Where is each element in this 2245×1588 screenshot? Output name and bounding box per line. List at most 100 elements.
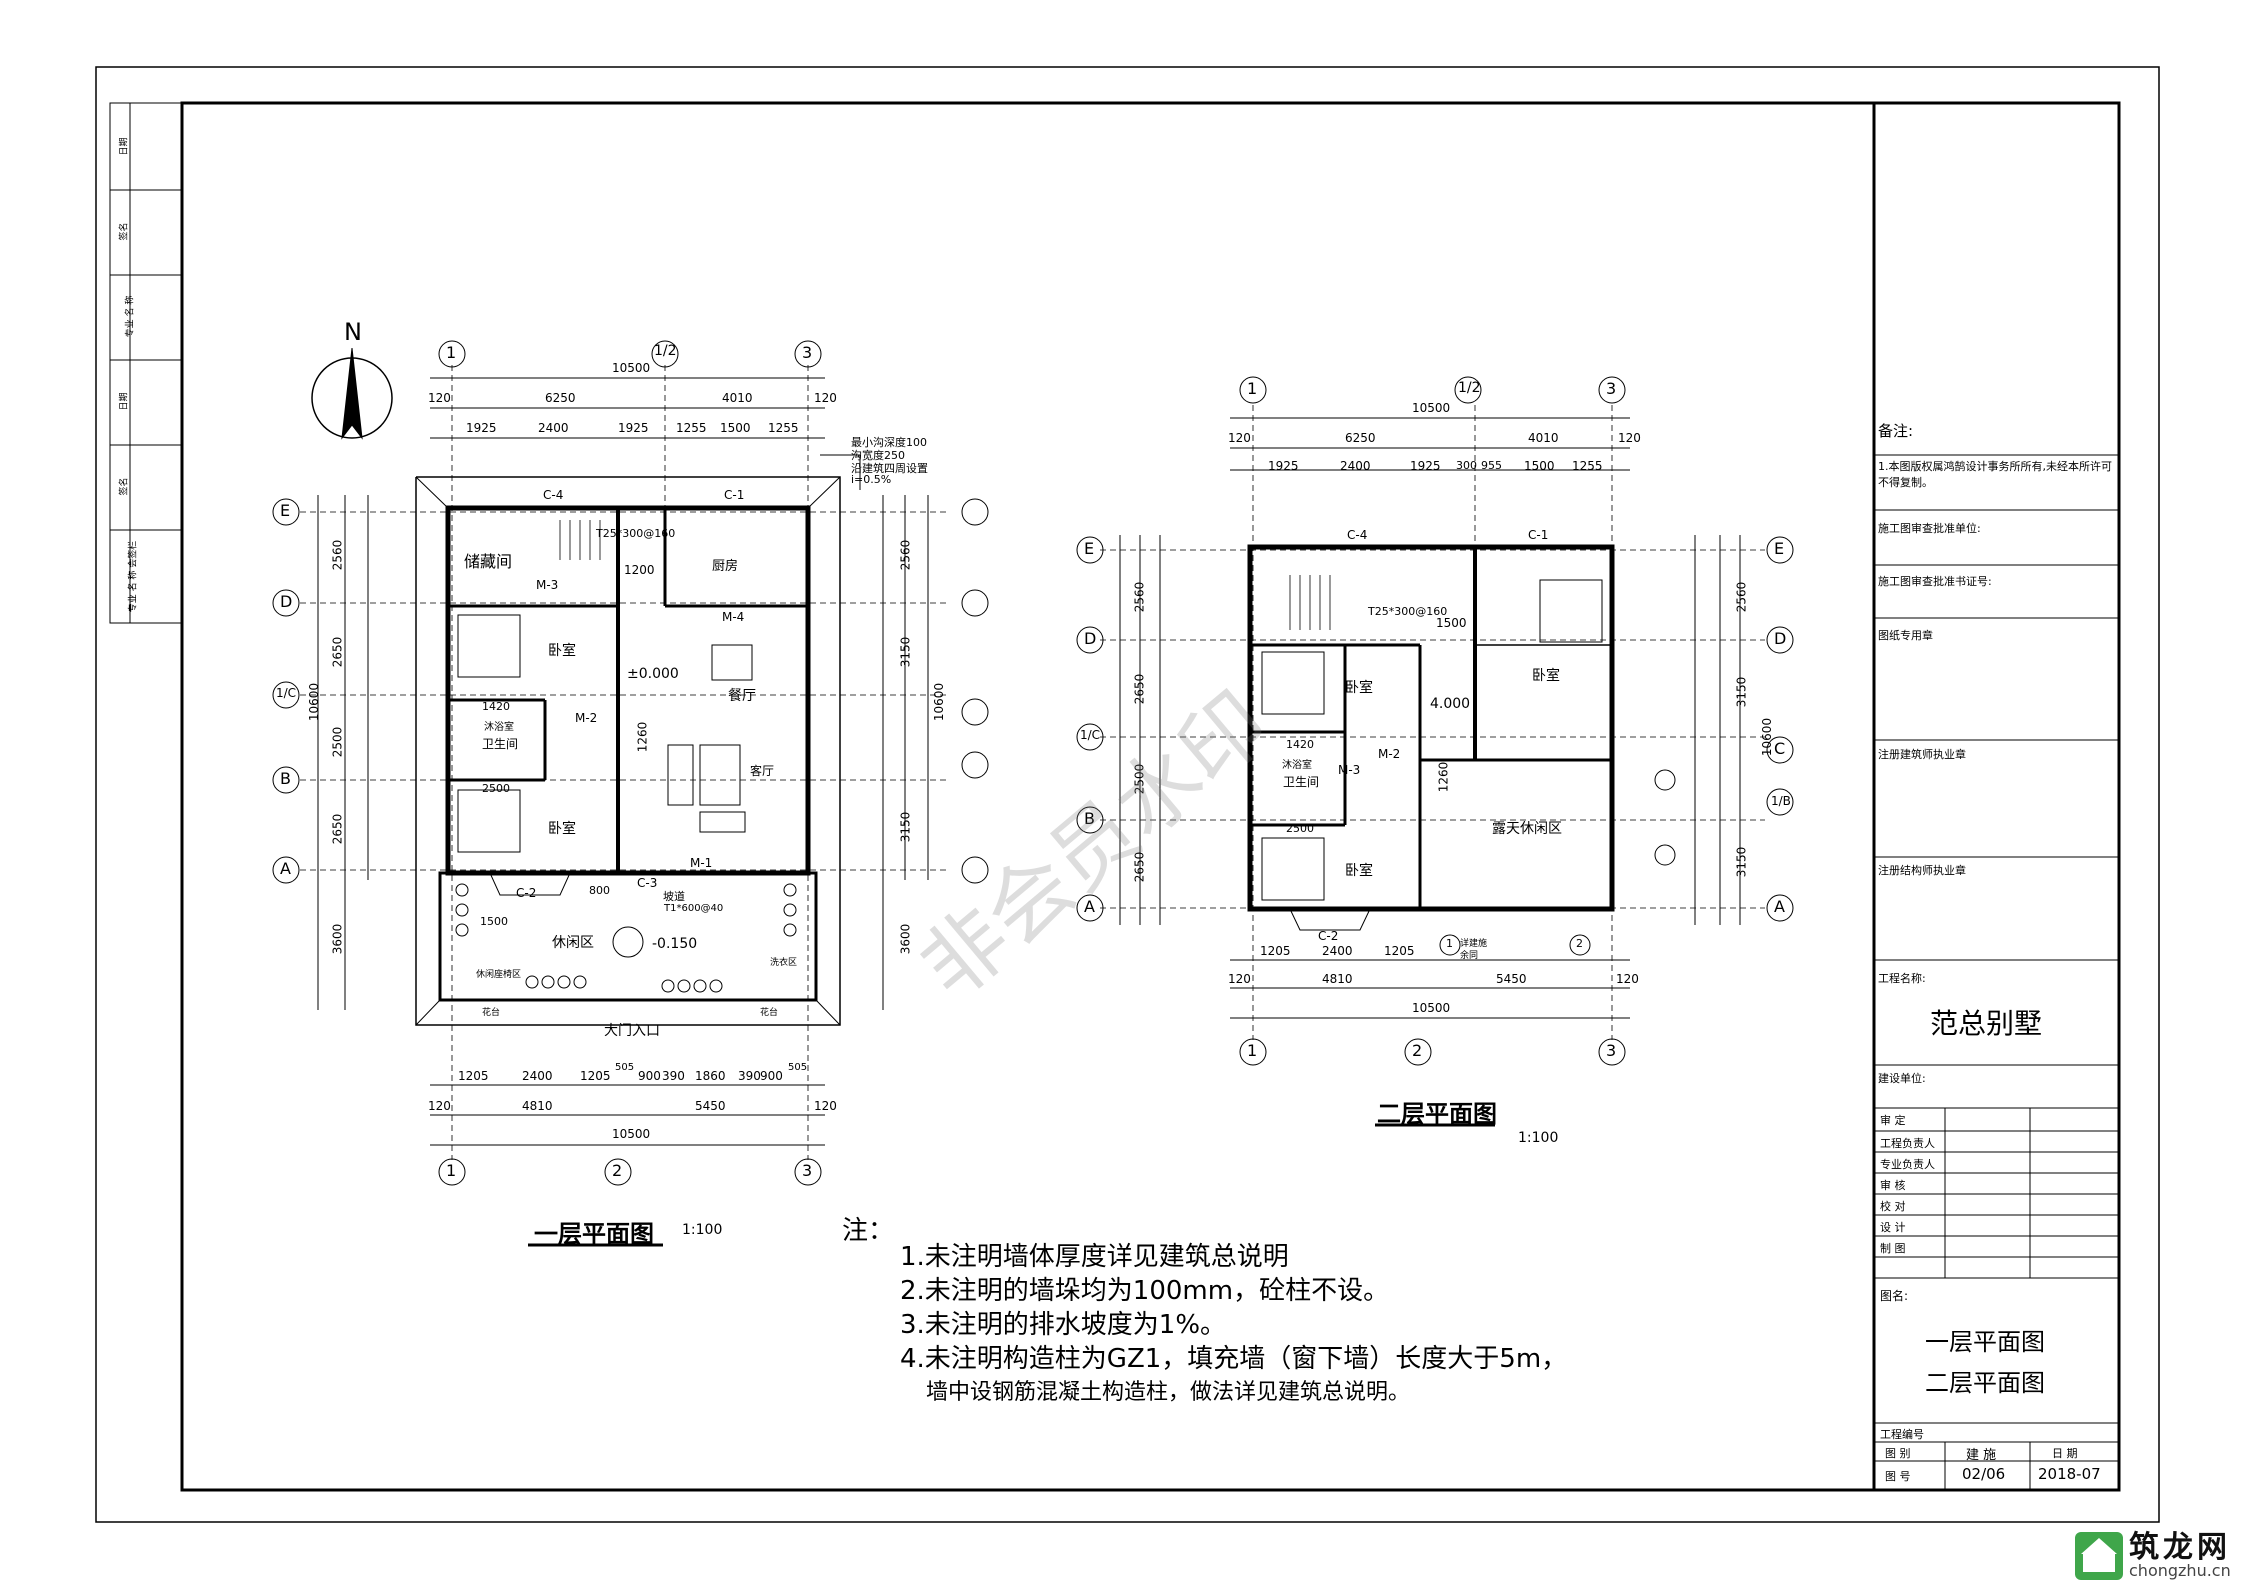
tb-sign-row: 专业负责人 [1880,1158,1935,1171]
room2-terrace: 露天休闲区 [1492,821,1562,837]
plan2-detail-ref-1: 余同 [1460,951,1479,961]
tb-structural: 注册结构师执业章 [1878,864,1966,877]
plan1-title: 一层平面图 [534,1220,654,1248]
plan2-axis-xb-2: 2 [1412,1041,1423,1060]
plan2-axis-x-3: 3 [1606,379,1617,398]
plan2-dim-bottom-mid: 5450 [1496,972,1527,986]
plan1-dim-right-total: 10600 [932,682,947,722]
plan2-stair: T25*300@160 [1368,605,1448,618]
ditch-width: 沟宽度250 [851,449,905,462]
plan2-detail-sym-2: 2 [1576,937,1583,950]
plan1-dim-bottom-total: 10500 [612,1127,651,1141]
dim-1500: 1500 [480,915,508,928]
plan1-dim-bottom-detail: 1205 [580,1069,611,1083]
plan2-detail-1: 详建施 [1460,939,1488,949]
plan1-dim-bottom-mid: 4810 [522,1099,553,1113]
notes-heading: 注： [842,1216,895,1246]
plan2-axis-yr-1b: 1/B [1771,794,1791,808]
plan2-dim-top-detail: 1500 [1524,459,1555,473]
plan1-dim-bottom-detail: 1205 [458,1069,489,1083]
plan1-axis-y-e: E [280,501,291,520]
tb-category-label: 图 别 [1885,1447,1911,1460]
window-c2: C-2 [516,886,537,900]
tb-sign-row: 制 图 [1880,1242,1906,1255]
plan1-dim-top-detail: 1500 [720,421,751,435]
plan2-axis-yr-e: E [1774,539,1785,558]
tb-drawing-name-2: 二层平面图 [1925,1369,2045,1397]
dim-1260: 1260 [635,721,650,753]
plan1-axis-x-1: 1 [446,343,457,362]
plan1-dim-left: 2500 [330,726,345,758]
door-m1: M-1 [690,856,713,870]
room-leisure: 休闲区 [552,935,594,951]
room2-bedroom-3: 卧室 [1345,863,1373,879]
tb-sign-row: 设 计 [1880,1221,1906,1234]
plan2-axis-xb-1: 1 [1247,1041,1258,1060]
door-m4: M-4 [722,610,745,624]
plan2-dim-1420: 1420 [1286,738,1314,751]
door-m3: M-3 [536,578,559,592]
plan2-dim-1500: 1500 [1436,616,1467,630]
strip-sign-2: 签名 [119,477,130,496]
plan2-axis-yr-d: D [1774,629,1787,648]
north-label: N [344,318,362,346]
plan2-door-m2: M-2 [1378,747,1401,761]
plan2-title: 二层平面图 [1377,1100,1497,1128]
plan2-dim-left: 2650 [1132,673,1147,705]
plan1-axis-xb-3: 3 [802,1161,813,1180]
plan1-dim-bottom-mid: 120 [428,1099,451,1113]
plan2-dim-bottom-detail: 1205 [1260,944,1291,958]
plan2-dim-top-detail: 1255 [1572,459,1603,473]
plan2-dim-top-total: 10500 [1412,401,1451,415]
plan-1 [272,340,989,1247]
window-c4: C-4 [543,488,564,502]
plan2-dim-2500: 2500 [1286,822,1314,835]
flower-bed-2: 花台 [760,1008,779,1018]
window-c1: C-1 [724,488,745,502]
plan2-axis-xb-3: 3 [1606,1041,1617,1060]
plan2-axis-yr-a: A [1774,897,1785,916]
flower-bed-1: 花台 [482,1008,501,1018]
plan2-axis-y-a: A [1084,897,1095,916]
tb-number-label: 图 号 [1885,1470,1911,1483]
dim-800: 800 [589,884,610,897]
plan1-dim-bottom-detail: 900 [638,1069,661,1083]
plan1-dim-top-mid: 120 [814,391,837,405]
plan1-dim-top-detail: 2400 [538,421,569,435]
plan1-dim-right: 3150 [898,636,913,668]
elev-0: ±0.000 [627,666,679,682]
plan1-dim-top-detail: 1925 [466,421,497,435]
plan2-elev: 4.000 [1430,696,1471,712]
site-logo[interactable]: 筑龙网 chongzhu.cn [2075,1532,2231,1580]
dim-2500: 2500 [482,782,510,795]
plan1-dim-bottom-mid: 120 [814,1099,837,1113]
plan2-dim-bottom-mid: 4810 [1322,972,1353,986]
tb-review-unit: 施工图审查批准单位: [1878,522,1981,535]
strip-major-2: 专业 名 称 会签栏 [128,540,139,613]
tb-project-no-label: 工程编号 [1880,1428,1924,1441]
plan-2 [1076,376,1794,1127]
plan2-dim-left: 2560 [1132,581,1147,613]
plan1-dim-left: 2650 [330,636,345,668]
tb-project-name-label: 工程名称: [1878,972,1926,985]
plan1-axis-x-1-2: 1/2 [654,343,677,359]
plan1-dim-left-total: 10600 [307,682,322,722]
plan2-dim-top-mid: 4010 [1528,431,1559,445]
plan2-axis-y-1c: 1/C [1080,728,1101,742]
plan2-window-c2: C-2 [1318,929,1339,943]
elev-1: -0.150 [652,936,698,952]
logo-cn: 筑龙网 [2129,1529,2231,1565]
plan1-axis-y-d: D [280,592,293,611]
plan2-dim-top-detail: 955 [1481,459,1502,472]
plan1-axis-y-1c: 1/C [276,686,297,700]
tb-date-value: 2018-07 [2038,1465,2101,1483]
plan1-axis-xb-2: 2 [612,1161,623,1180]
plan2-axis-x-1-2: 1/2 [1458,380,1481,396]
plan2-dim-top-detail: 1925 [1410,459,1441,473]
tb-sign-row: 审 核 [1880,1179,1906,1192]
strip-major-1: 专业 名 称 [125,295,136,338]
ramp-label: 坡道 [663,890,685,903]
tb-remark-text: 1.本图版权属鸿鹄设计事务所所有,未经本所许可不得复制。 [1878,460,2112,489]
dim-1420: 1420 [482,700,510,713]
